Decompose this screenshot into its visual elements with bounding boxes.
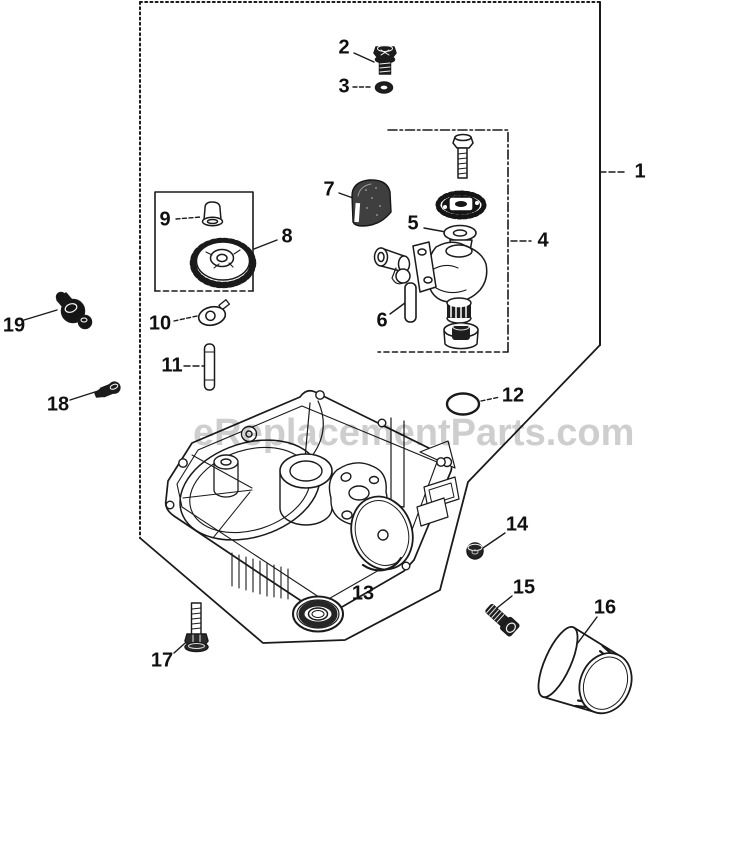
callout-2: 2 <box>338 36 350 59</box>
callout-8: 8 <box>281 225 293 248</box>
callout-10: 10 <box>148 312 172 335</box>
callout-7: 7 <box>323 178 335 201</box>
callout-11: 11 <box>161 354 183 377</box>
gear-group-box <box>155 192 253 291</box>
callout-1: 1 <box>634 160 646 183</box>
pump-shaft-6 <box>405 283 416 322</box>
callout-13: 13 <box>351 582 375 605</box>
callout-12: 12 <box>501 384 525 407</box>
oil-pan-casting <box>166 391 459 615</box>
pump-cup <box>444 323 478 349</box>
oil-pump-group-box <box>378 130 508 352</box>
callout-16: 16 <box>593 596 617 619</box>
callout-15: 15 <box>512 576 536 599</box>
flange-bolt-2 <box>374 46 396 75</box>
screw-18 <box>94 380 122 400</box>
socket-screw-15 <box>484 602 520 637</box>
callout-4: 4 <box>537 229 549 252</box>
callout-6: 6 <box>376 309 388 332</box>
hex-nut-3 <box>376 82 393 93</box>
dowel-pin-11 <box>205 344 215 390</box>
oil-filter-16 <box>531 622 644 728</box>
oil-seal-13 <box>293 597 343 632</box>
callout-9: 9 <box>159 208 171 231</box>
flange-bolt-17 <box>185 603 208 652</box>
oil-pump-body-4 <box>375 240 487 302</box>
plug-9 <box>203 202 223 226</box>
callout-17: 17 <box>150 649 174 672</box>
pump-rotor-nut <box>447 298 471 323</box>
shim-7 <box>352 180 391 226</box>
plug-14 <box>467 543 483 559</box>
callout-18: 18 <box>46 393 70 416</box>
callout-5: 5 <box>407 212 419 235</box>
callout-14: 14 <box>505 513 529 536</box>
camshaft-gear-8 <box>193 241 253 285</box>
callout-3: 3 <box>338 75 350 98</box>
o-ring-12 <box>447 394 479 415</box>
callout-19: 19 <box>2 314 26 337</box>
diagram-boundary <box>140 2 600 643</box>
relief-valve-19 <box>57 293 92 329</box>
pump-rotor-10 <box>196 299 233 328</box>
washer-5 <box>444 226 476 241</box>
pump-mount-bolt <box>453 135 473 179</box>
pump-drive-gear <box>438 193 484 217</box>
